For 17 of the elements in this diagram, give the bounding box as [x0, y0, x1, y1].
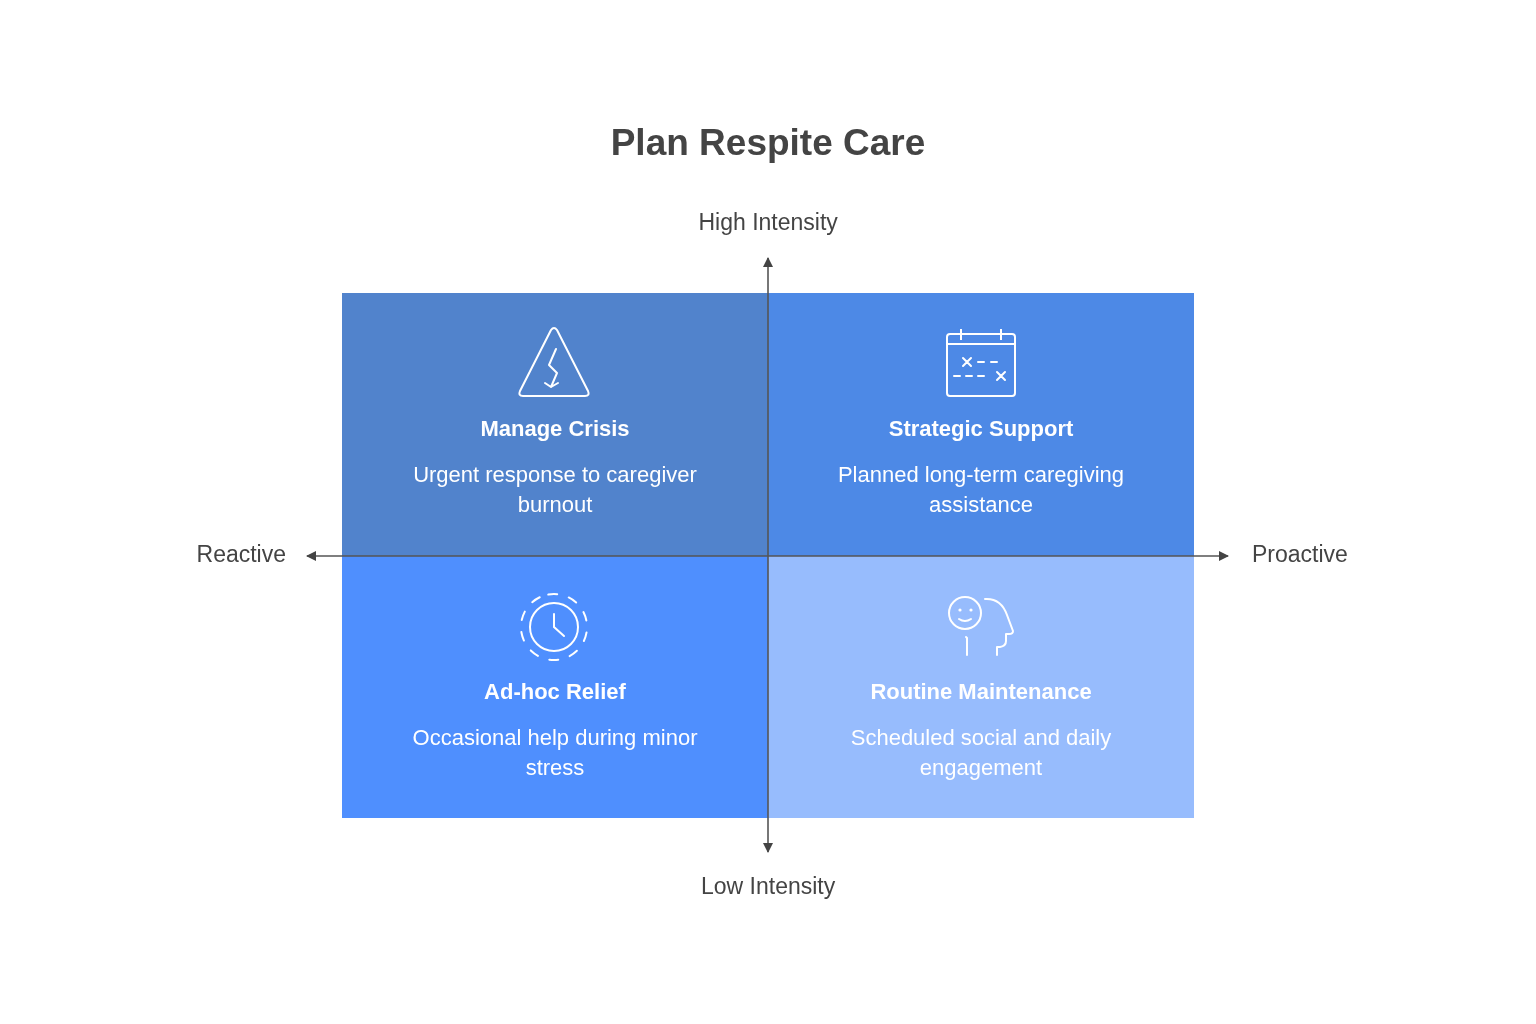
quadrant-heading: Strategic Support	[888, 416, 1074, 442]
quadrant-panel	[342, 293, 768, 556]
quadrant-description: Scheduled social and daily engagement	[849, 724, 1113, 782]
quadrant-heading: Manage Crisis	[480, 416, 630, 442]
quadrant-heading: Routine Maintenance	[870, 679, 1092, 705]
quadrant-panel	[768, 556, 1194, 818]
quadrant-description: Planned long-term caregiving assistance	[836, 461, 1126, 519]
quadrant-description: Urgent response to caregiver burnout	[412, 461, 698, 519]
axis-label: Reactive	[196, 541, 286, 568]
diagram-title: Plan Respite Care	[609, 122, 927, 164]
quadrant-heading: Ad-hoc Relief	[484, 679, 626, 705]
axis-label: Low Intensity	[701, 873, 836, 900]
axis-label: High Intensity	[698, 209, 838, 236]
quadrant-panel	[342, 556, 768, 818]
quadrant-description: Occasional help during minor stress	[411, 724, 699, 782]
axis-label: Proactive	[1252, 541, 1348, 568]
quadrant-panel	[768, 293, 1194, 556]
